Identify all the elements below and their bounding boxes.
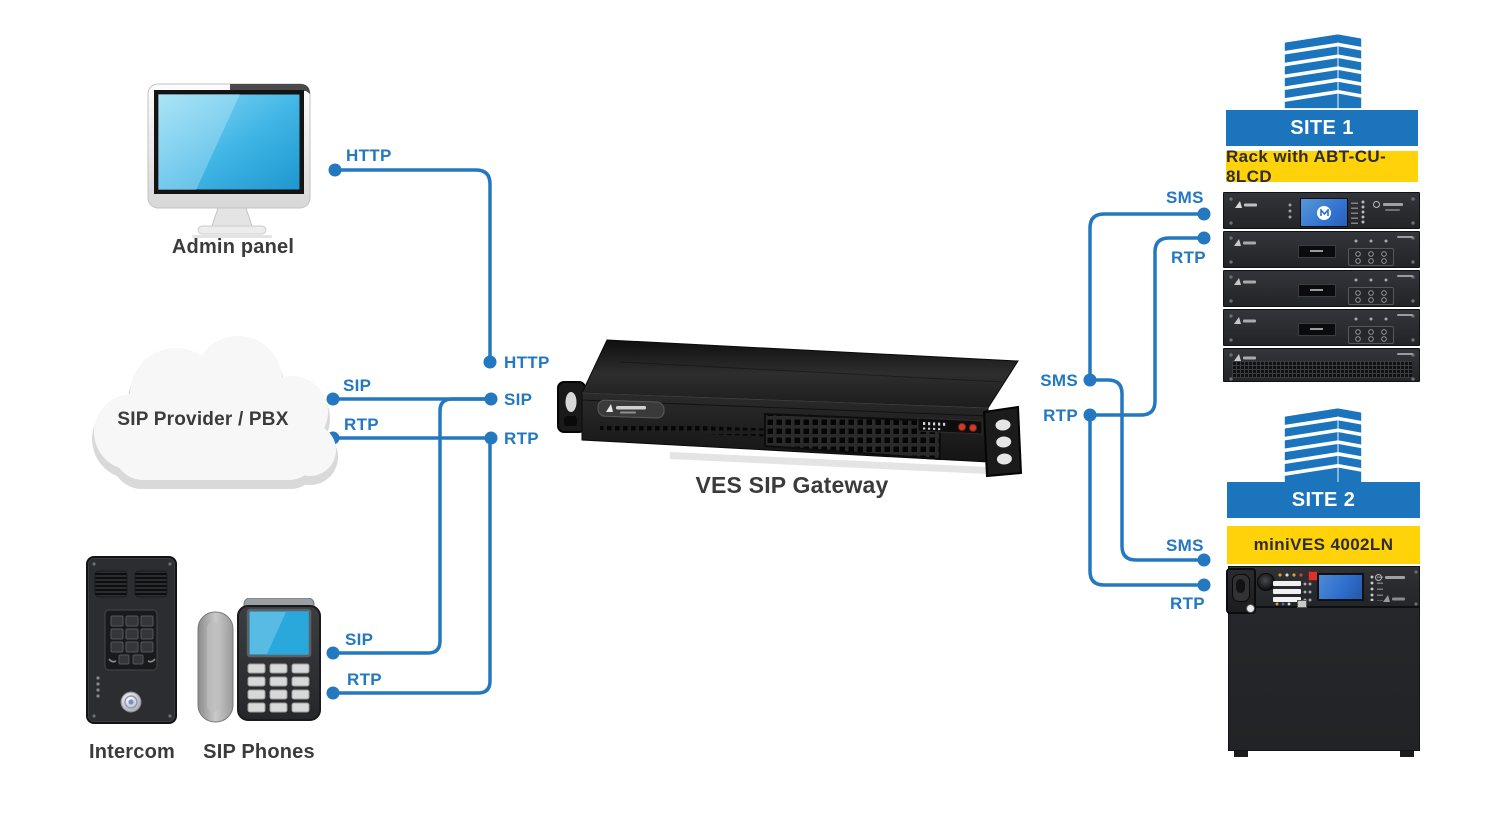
label-cloud-rtp: RTP [344,415,379,434]
label-phones-rtp: RTP [347,670,382,689]
led-label-column [1351,199,1367,224]
site1-rack-equipment [1223,192,1420,382]
brand-mark [1383,595,1405,602]
handset-knob [1246,604,1255,613]
connector-dots [1303,598,1313,602]
label-gateway-sms-out: SMS [1040,371,1078,390]
led-row [1352,278,1392,283]
label-strip [1273,597,1301,602]
cloud-icon [92,336,338,489]
wire-sms-site1 [1088,212,1204,380]
label-site2-rtp: RTP [1170,594,1205,613]
device-front-panel [1228,566,1420,608]
connector-block [1348,287,1394,305]
handset-hole [1236,579,1245,593]
brand-mark [1234,239,1256,246]
rack-lcd-screen [1300,198,1348,227]
brand-mark [1235,201,1257,208]
connector-block [1348,326,1394,344]
unit-model-text [1397,275,1413,277]
mini-leds [1275,602,1295,606]
led-column [1288,203,1292,219]
intercom-label: Intercom [88,741,176,763]
device-foot [1234,751,1248,757]
site2-title-banner: SITE 2 [1227,482,1420,518]
sip-phone-icon [197,598,321,723]
status-leds [1278,573,1304,577]
rack-unit-amplifier-3 [1223,309,1420,346]
site2-title: SITE 2 [1291,488,1356,511]
rack-unit-vent [1223,348,1420,382]
label-gateway-sip: SIP [504,390,533,409]
site1-subtitle: Rack with ABT-CU-8LCD [1226,146,1387,186]
site1-title-banner: SITE 1 [1226,110,1418,146]
site2-minives-device [1226,566,1420,757]
brand-mark [1234,354,1256,361]
site2-subtitle-banner: miniVES 4002LN [1227,526,1420,564]
site2-subtitle: miniVES 4002LN [1253,535,1394,554]
unit-model-text [1397,353,1413,355]
label-site2-sms: SMS [1166,536,1204,555]
rack-unit-amplifier-2 [1223,270,1420,307]
led-row [1352,317,1392,322]
label-gateway-rtp: RTP [504,429,539,448]
handset-module [1226,568,1256,614]
site2-building-icon [1284,408,1362,483]
monitor-icon [147,83,311,238]
unit-display [1298,245,1336,258]
intercom-icon [86,556,177,724]
rack-unit-control-lcd [1223,192,1420,229]
unit-model-text [1397,314,1413,316]
site1-title: SITE 1 [1290,116,1354,139]
wire-phones-sip [333,397,491,655]
label-gateway-http: HTTP [504,353,550,372]
admin-panel-label: Admin panel [171,236,295,258]
brand-mark [1234,317,1256,324]
label-strip [1273,589,1301,594]
unit-display [1298,323,1336,336]
unit-model-text [1397,236,1413,238]
device-lcd-screen [1317,573,1364,601]
connector-dots [1303,582,1313,586]
device-cabinet [1228,606,1420,751]
unit-display [1298,284,1336,297]
sip-phones-label: SIP Phones [203,741,315,763]
gateway-label: VES SIP Gateway [695,472,889,498]
site1-subtitle-banner: Rack with ABT-CU-8LCD [1226,147,1418,186]
usb-port [1297,600,1307,608]
sip-provider-label: SIP Provider / PBX [117,409,289,430]
connection-dots [326,163,1211,700]
led-row [1352,239,1392,244]
wire-rtp-site1 [1090,236,1204,417]
label-gateway-rtp-out: RTP [1043,406,1078,425]
lcd-logo [1317,205,1331,220]
connector-block [1348,248,1394,266]
wire-rtp-site2 [1088,415,1204,587]
wire-sms-site2 [1090,378,1204,562]
vendor-logo [1375,574,1407,586]
label-site1-sms: SMS [1166,188,1204,207]
rack-unit-amplifier-1 [1223,231,1420,268]
gateway-server-icon [557,339,1023,478]
connector-dots [1303,590,1313,594]
vendor-logo [1373,201,1405,213]
label-phones-sip: SIP [345,630,374,649]
site1-building-icon [1284,34,1362,109]
vent-grille [1232,361,1412,378]
brand-mark [1234,278,1256,285]
label-site1-rtp: RTP [1171,248,1206,267]
wire-phones-rtp [333,438,492,695]
label-admin-http: HTTP [346,146,392,165]
device-foot [1400,751,1414,757]
led-label-column [1369,575,1383,601]
wire-admin-http [335,168,492,362]
label-strip [1273,581,1301,586]
label-cloud-sip: SIP [343,376,372,395]
